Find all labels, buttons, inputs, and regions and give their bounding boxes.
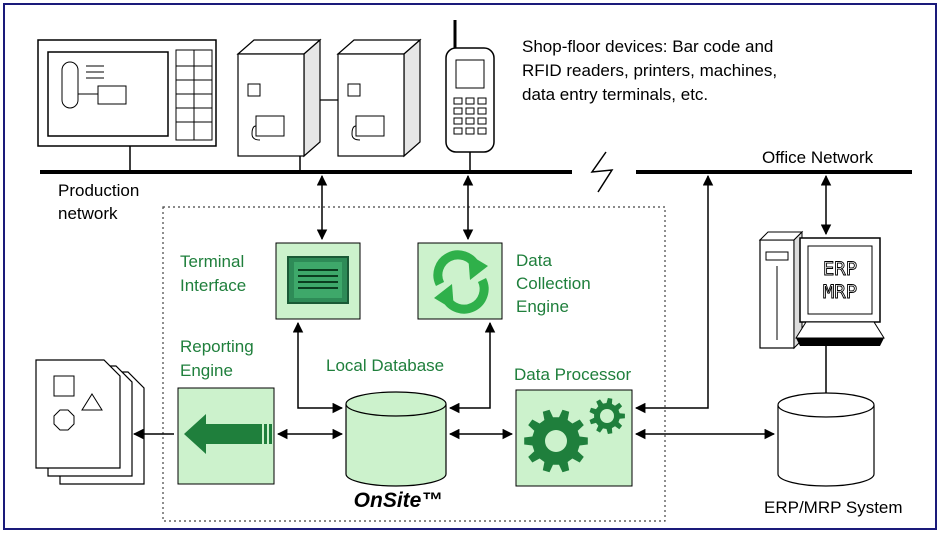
printer-device-icon [336,38,422,158]
erp-database-icon [777,392,875,487]
production-network-label-line2: network [58,204,118,223]
connectors [132,174,832,440]
onsite-boundary [162,206,666,522]
monitor-text-line1: ERP [823,258,857,280]
report-document-icon [35,359,145,485]
monitor-text-line2: MRP [823,281,857,303]
reporting-engine-label-line2: Engine [180,361,233,380]
dce-label-line2: Collection [516,274,591,293]
handheld-reader-icon [445,20,495,172]
arrow-processor-office [634,174,714,414]
production-network-label-line1: Production [58,181,139,200]
arrow-dce-db [448,321,496,414]
devices-label-line2: RFID readers, printers, machines, [522,61,777,80]
devices-label-line3: data entry terminals, etc. [522,85,708,104]
erp-system-label: ERP/MRP System [764,498,903,517]
devices-label-line1: Shop-floor devices: Bar code and [522,37,773,56]
terminal-interface-box [275,242,361,320]
terminal-interface-label-line1: Terminal [180,252,244,271]
local-database-label: Local Database [326,356,444,375]
office-network-label: Office Network [762,148,874,167]
arrow-terminal-db [292,321,344,414]
onsite-label: OnSite™ [354,489,443,512]
data-processor-label: Data Processor [514,365,631,384]
dce-label-line1: Data [516,251,552,270]
reporting-engine-box [177,387,275,485]
control-panel-device-icon [37,39,217,172]
local-database-icon [345,391,447,487]
network-break-icon [590,151,614,193]
erp-computer-icon: ERP MRP [758,230,885,350]
terminal-interface-label-line2: Interface [180,276,246,295]
data-processor-box [515,389,633,487]
dce-label-line3: Engine [516,297,569,316]
printer-device-icon [236,38,322,158]
data-collection-engine-box [417,242,503,320]
reporting-engine-label-line1: Reporting [180,337,254,356]
